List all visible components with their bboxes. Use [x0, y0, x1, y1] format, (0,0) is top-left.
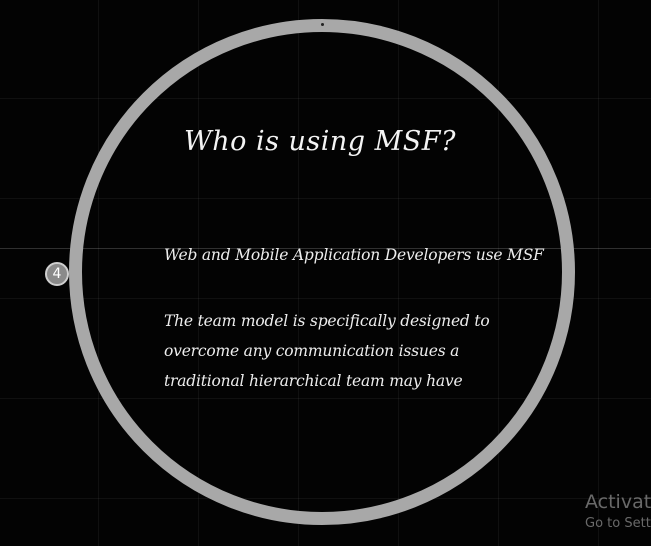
watermark-title: Activate: [585, 491, 651, 513]
paragraph-line: The team model is specifically designed …: [164, 312, 490, 330]
paragraph-team-model: The team model is specifically designed …: [164, 306, 490, 396]
step-number-badge[interactable]: 4: [45, 262, 69, 286]
ring-anchor-dot: [321, 23, 324, 26]
activation-watermark: Activate Go to Sett: [585, 490, 651, 534]
paragraph-line: overcome any communication issues a: [164, 342, 460, 360]
paragraph-line: traditional hierarchical team may have: [164, 372, 463, 390]
slide-title: Who is using MSF?: [183, 126, 457, 157]
watermark-subtitle: Go to Sett: [585, 516, 651, 531]
paragraph-developers: Web and Mobile Application Developers us…: [164, 246, 544, 264]
circle-frame[interactable]: [69, 19, 575, 525]
